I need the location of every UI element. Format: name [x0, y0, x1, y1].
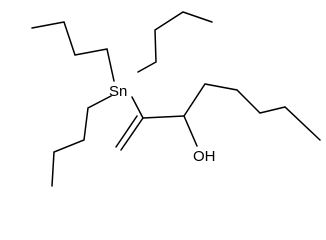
carbinol-hydroxyl-bond: [183, 115, 198, 147]
structure-diagram: Sn OH: [31, 11, 321, 187]
butyl-chain-top-left: [31, 21, 115, 82]
vinyl-carbinol-bond: [142, 115, 185, 119]
butyl-chain-bottom-left: [51, 95, 112, 187]
vinyl-double-bond-1: [120, 117, 144, 151]
pentyl-chain: [183, 83, 321, 141]
bond-lines: [31, 11, 321, 187]
tin-vinyl-bond: [131, 96, 144, 119]
tin-atom-label: Sn: [109, 83, 127, 100]
butyl-chain-top: [137, 11, 213, 73]
vinyl-double-bond-2: [115, 115, 138, 148]
hydroxyl-label: OH: [193, 148, 216, 165]
